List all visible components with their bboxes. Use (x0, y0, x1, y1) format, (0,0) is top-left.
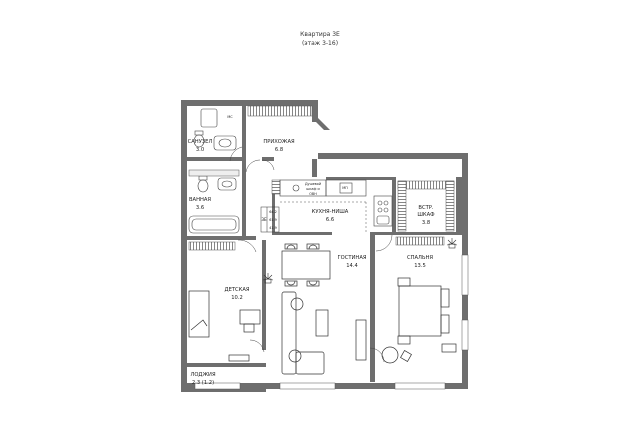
area-summary-box (260, 206, 280, 233)
kitchen-counter (279, 179, 393, 227)
room-area-kuhnya: 6.6 (326, 217, 334, 223)
kids-furniture (188, 290, 261, 362)
room-name-lodzhiya: ЛОДЖИЯ (190, 372, 216, 378)
room-name-vannaya: ВАННАЯ (189, 197, 211, 203)
sink-2-icon (217, 177, 237, 191)
mc-label: МС (227, 115, 233, 119)
total-area: 64.2 (269, 210, 277, 214)
shower-label: Душевой (305, 182, 321, 186)
room-name-vstr-shkaf: ВСТР. (418, 205, 433, 211)
kitchen-cabinet (271, 179, 281, 195)
room-name-spalnya: СПАЛЬНЯ (407, 255, 433, 261)
room-name-gostinaya: ГОСТИНАЯ (338, 255, 367, 261)
windows (194, 254, 469, 390)
room-name-kuhnya: КУХНЯ-НИША (312, 209, 349, 215)
dining-table (281, 243, 331, 287)
room-area-vstr-shkaf: 3.8 (422, 220, 430, 226)
plant-icon (262, 238, 458, 284)
plan-title: Квартира 3Е (300, 31, 340, 38)
mp-label: МП (342, 186, 348, 190)
bedroom-shelf (395, 236, 445, 246)
room-area-sanuzel: 3.0 (196, 147, 204, 153)
bedroom-wardrobe-top (397, 180, 455, 190)
toilet-2-icon (197, 179, 209, 193)
kids-wardrobe (188, 241, 236, 251)
washing-machine-box (200, 108, 218, 128)
room-area-spalnya: 13.5 (414, 263, 426, 269)
interior-walls (181, 106, 462, 382)
apartment-type: 3Е (261, 217, 267, 222)
ovn-label: ОВН (309, 192, 317, 196)
hallway-wardrobe (247, 105, 313, 117)
room-name-vstr-shkaf-line2: ШКАФ (417, 212, 435, 218)
bathroom-fixtures (188, 108, 240, 234)
bathtub-icon (188, 215, 240, 234)
bedroom-wardrobe-right (445, 180, 455, 232)
doors (229, 146, 393, 363)
bedroom-bed (381, 277, 457, 364)
sink-shelf (188, 169, 240, 177)
room-name-prihozhaya: ПРИХОЖАЯ (263, 139, 295, 145)
living-sofa (281, 291, 367, 375)
plan-subtitle: (этаж 3-16) (301, 40, 339, 47)
room-name-detskaya: ДЕТСКАЯ (225, 287, 250, 293)
room-area-gostinaya: 14.4 (346, 263, 358, 269)
area-without-balcony: 61.9 (269, 218, 277, 222)
room-name-sanuzel: САНУЗЕЛ (188, 139, 213, 145)
room-area-vannaya: 3.6 (196, 205, 204, 211)
living-area: 41.9 (269, 226, 277, 230)
room-area-detskaya: 10.2 (231, 295, 243, 301)
bedroom-wardrobe-left (397, 180, 407, 232)
room-area-lodzhiya: 2.3 (1.2) (192, 380, 214, 386)
cabinet-label: шкаф и (306, 187, 319, 191)
sink-icon (213, 135, 237, 151)
room-area-prihozhaya: 6.8 (275, 147, 283, 153)
